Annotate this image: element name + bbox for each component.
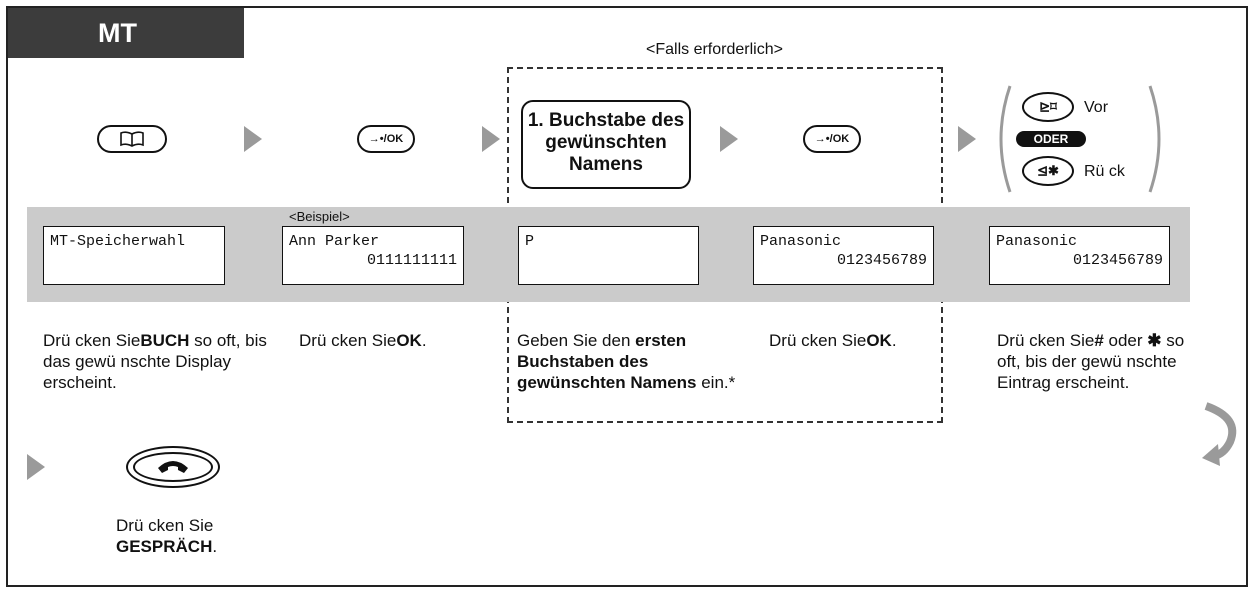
optional-note: <Falls erforderlich>	[646, 41, 783, 58]
section-tab: MT	[8, 8, 244, 58]
lcd-display-5: Panasonic 0123456789	[989, 226, 1170, 285]
step-3-text: Geben Sie den ersten Buchstaben des gewü…	[517, 331, 736, 392]
lcd-line-1: Panasonic	[760, 233, 842, 250]
arrow-right-icon	[27, 454, 45, 480]
talk-button[interactable]	[126, 446, 220, 488]
step-4-text: Drü cken SieOK.	[769, 331, 897, 350]
lcd-line-1: MT-Speicherwahl	[50, 233, 186, 250]
talk-button-inner	[133, 452, 213, 482]
nav-up-icon: ⊵⌑	[1039, 99, 1057, 114]
lcd-line-1: Panasonic	[996, 233, 1078, 250]
step-2-text: Drü cken SieOK.	[299, 331, 427, 350]
book-icon	[120, 131, 144, 147]
nav-down-icon: ⊴✱	[1037, 163, 1059, 178]
step-5-text: Drü cken Sie# oder ✱ so oft, bis der gew…	[997, 331, 1185, 392]
example-label: <Beispiel>	[289, 209, 350, 224]
first-letter-key[interactable]: 1. Buchstabe des gewünschten Namens	[521, 100, 691, 189]
arrow-right-icon	[958, 126, 976, 152]
lcd-display-2: Ann Parker 0111111111	[282, 226, 464, 285]
first-letter-label: 1. Buchstabe des gewünschten Namens	[527, 110, 685, 175]
ok-button-2[interactable]: →•/OK	[803, 125, 861, 153]
rueck-label: Rü ck	[1084, 163, 1125, 180]
return-arrow-icon	[1202, 402, 1237, 466]
oder-badge: ODER	[1016, 131, 1086, 147]
step-1-text: Drü cken SieBUCH so oft, bis das gewü ns…	[43, 331, 267, 392]
ok-button[interactable]: →•/OK	[357, 125, 415, 153]
ok-key-label: →•/OK	[368, 133, 404, 145]
lcd-line-2: 0111111111	[366, 252, 457, 269]
ok-key-label: →•/OK	[814, 133, 850, 145]
lcd-line-1: Ann Parker	[289, 233, 380, 250]
arrow-right-icon	[244, 126, 262, 152]
right-paren-icon	[1148, 85, 1161, 193]
arrow-right-icon	[720, 126, 738, 152]
lcd-line-2: 0123456789	[1072, 252, 1163, 269]
book-button[interactable]	[97, 125, 167, 153]
left-paren-icon	[999, 85, 1012, 193]
nav-down-button[interactable]: ⊴✱	[1022, 156, 1074, 186]
lcd-line-1: P	[525, 233, 535, 250]
nav-up-button[interactable]: ⊵⌑	[1022, 92, 1074, 122]
lcd-line-2: 0123456789	[836, 252, 927, 269]
procedure-frame	[6, 6, 1248, 587]
vor-label: Vor	[1084, 99, 1109, 116]
hang-up-phone-icon	[158, 461, 188, 473]
lcd-display-1: MT-Speicherwahl	[43, 226, 225, 285]
lcd-display-4: Panasonic 0123456789	[753, 226, 934, 285]
arrow-right-icon	[482, 126, 500, 152]
lcd-display-3: P	[518, 226, 699, 285]
